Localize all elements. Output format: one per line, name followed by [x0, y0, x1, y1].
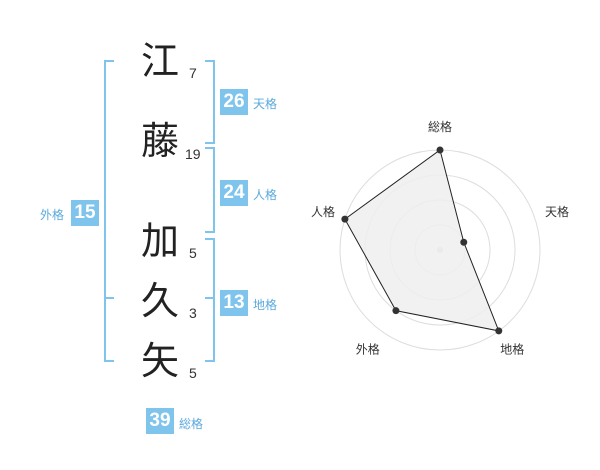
jinkaku-bracket [205, 147, 215, 233]
stroke-count-4: 3 [189, 305, 197, 321]
stroke-count-1: 7 [189, 65, 197, 81]
radar-point-1 [436, 146, 444, 154]
soukaku-label: 総格 [179, 417, 204, 431]
chikaku-mid-tick [205, 297, 215, 299]
name-char-4: 久 [140, 279, 179, 323]
jinkaku-value: 24 [220, 180, 248, 206]
soukaku-value: 39 [146, 408, 174, 434]
tenkaku-bracket [205, 60, 215, 144]
radar-label-4: 外格 [356, 342, 380, 357]
radar-polygon [344, 149, 500, 332]
radar-shape [341, 146, 503, 335]
stroke-count-5: 5 [189, 365, 197, 381]
gaikaku-label: 外格 [40, 208, 65, 222]
tenkaku-label: 天格 [253, 97, 278, 111]
radar-label-2: 天格 [545, 204, 569, 219]
radar-label-1: 総格 [428, 119, 452, 134]
jinkaku-label: 人格 [253, 188, 278, 202]
radar-point-3 [495, 327, 503, 335]
radar-label-5: 人格 [311, 204, 335, 219]
stroke-count-2: 19 [185, 146, 201, 162]
gaikaku-value: 15 [71, 200, 99, 226]
chikaku-value: 13 [220, 290, 248, 316]
tenkaku-value: 26 [220, 89, 248, 115]
radar-point-2 [460, 238, 468, 246]
chikaku-bracket [205, 238, 215, 362]
gaikaku-mid-tick [104, 297, 114, 299]
gaikaku-bracket [104, 60, 114, 362]
radar-label-3: 地格 [500, 342, 524, 357]
radar-point-5 [341, 215, 349, 223]
name-char-3: 加 [140, 219, 179, 263]
stroke-count-3: 5 [189, 245, 197, 261]
name-char-5: 矢 [140, 339, 179, 383]
name-char-2: 藤 [140, 119, 179, 163]
name-char-1: 江 [140, 39, 179, 83]
radar-point-4 [392, 307, 400, 315]
chikaku-label: 地格 [253, 298, 278, 312]
